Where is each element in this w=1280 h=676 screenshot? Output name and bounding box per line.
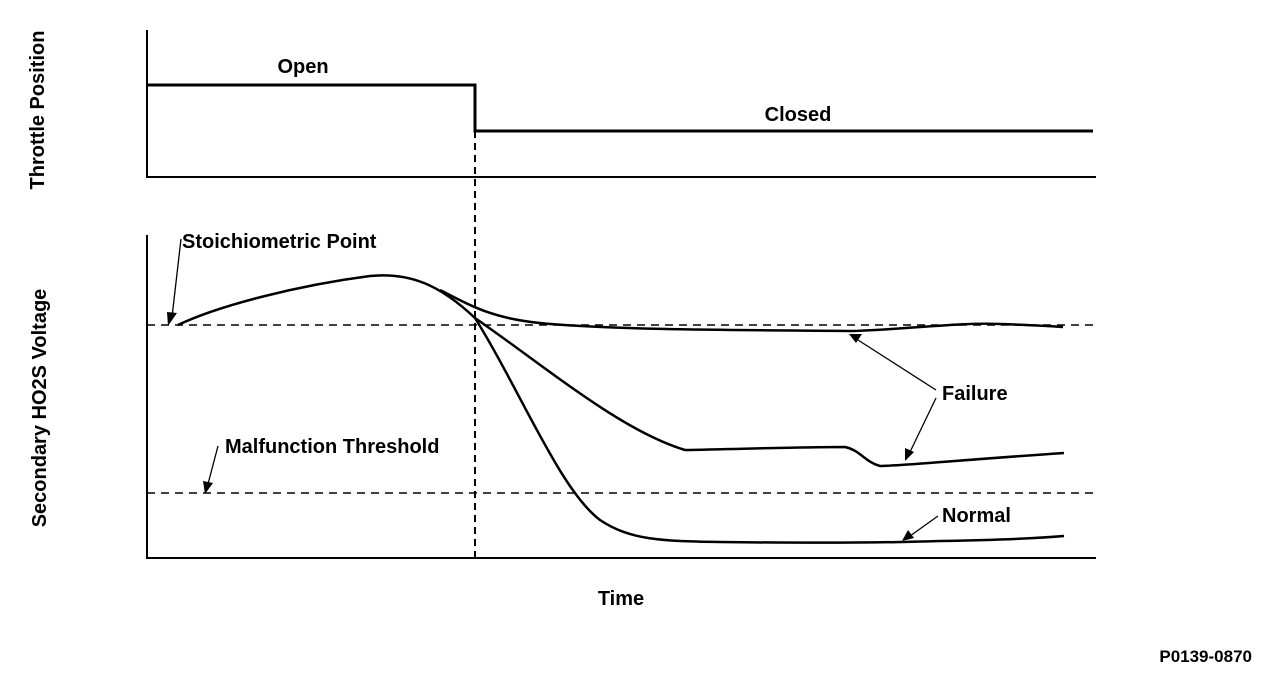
failure-label: Failure <box>942 383 1008 405</box>
failure-arrow-upper <box>849 334 937 391</box>
voltage-ylabel: Secondary HO2S Voltage <box>29 289 51 528</box>
throttle-panel: Throttle Position Open Closed <box>27 30 1096 189</box>
throttle-trace <box>147 83 1093 133</box>
malfunction-label: Malfunction Threshold <box>225 436 439 458</box>
closed-label: Closed <box>765 104 832 126</box>
open-label: Open <box>277 56 328 78</box>
normal-curve <box>473 317 1065 544</box>
time-xlabel: Time <box>598 588 644 610</box>
voltage-panel: Secondary HO2S Voltage Stoichiometric Po… <box>29 231 1096 559</box>
voltage-axes <box>146 235 1096 559</box>
throttle-axes <box>146 30 1096 178</box>
stoichiometric-label: Stoichiometric Point <box>182 231 377 253</box>
malfunction-arrow <box>203 445 219 494</box>
normal-arrow <box>902 515 939 541</box>
figure-id: P0139-0870 <box>1159 647 1252 666</box>
failure-arrow-lower <box>905 397 937 461</box>
normal-label: Normal <box>942 505 1011 527</box>
failure-curve-upper <box>439 288 1064 333</box>
throttle-ylabel: Throttle Position <box>27 31 49 190</box>
pre-close-curve <box>177 274 476 327</box>
stoichiometric-arrow <box>167 238 182 326</box>
failure-curve-lower <box>474 316 1065 468</box>
